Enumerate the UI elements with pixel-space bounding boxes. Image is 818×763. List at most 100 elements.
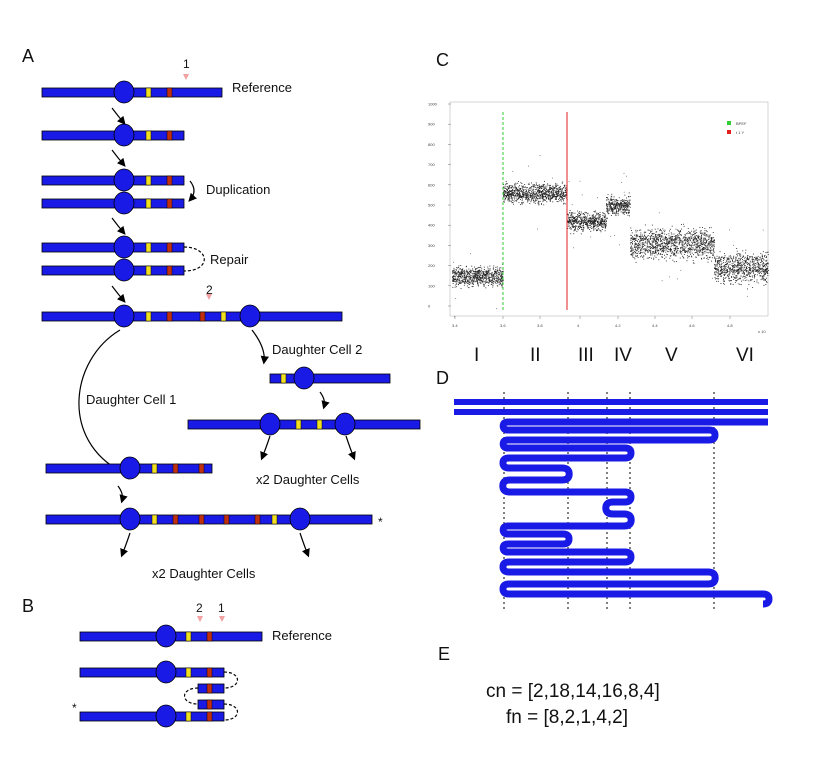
scatter-point (595, 215, 597, 216)
scatter-point (745, 271, 747, 273)
scatter-point (541, 203, 542, 205)
scatter-point (549, 196, 551, 197)
scatter-point (636, 237, 638, 239)
scatter-outlier (721, 275, 723, 277)
scatter-point (587, 227, 589, 229)
scatter-point (686, 240, 688, 241)
scatter-point (495, 272, 497, 274)
x-tick-label: 4 (577, 323, 580, 328)
scatter-point (556, 185, 558, 187)
scatter-point (597, 213, 599, 215)
scatter-point (630, 237, 632, 239)
scatter-point (699, 251, 700, 253)
scatter-point (572, 226, 574, 228)
scatter-point (604, 216, 606, 218)
scatter-point (494, 278, 496, 279)
scatter-point (743, 273, 745, 275)
scatter-point (653, 247, 655, 249)
scatter-point (660, 246, 661, 247)
scatter-point (713, 251, 715, 253)
scatter-point (594, 225, 596, 227)
scatter-point (514, 187, 516, 189)
scatter-point (664, 247, 666, 249)
scatter-point (602, 227, 604, 228)
scatter-point (593, 223, 594, 225)
scatter-point (616, 205, 617, 206)
scatter-point (747, 272, 749, 274)
scatter-point (603, 224, 605, 226)
scatter-point (537, 185, 538, 186)
scatter-point (638, 246, 640, 248)
scatter-point (630, 243, 632, 245)
scatter-point (458, 265, 460, 267)
scatter-point (621, 202, 623, 204)
scatter-point (541, 197, 543, 198)
scatter-point (545, 190, 547, 191)
scatter-point (521, 197, 523, 199)
scatter-point (702, 250, 704, 252)
scatter-point (506, 195, 508, 197)
scatter-point (765, 269, 766, 271)
scatter-point (634, 234, 635, 236)
scatter-point (742, 272, 744, 274)
scatter-point (636, 243, 637, 245)
scatter-point (550, 198, 551, 200)
scatter-point (525, 187, 527, 189)
scatter-point (486, 281, 488, 283)
scatter-point (566, 197, 567, 199)
scatter-point (501, 274, 503, 275)
scatter-point (489, 281, 490, 283)
scatter-point (569, 210, 571, 211)
scatter-point (553, 188, 555, 190)
scatter-point (700, 240, 702, 241)
scatter-point (659, 236, 661, 237)
scatter-point (757, 269, 759, 270)
scatter-point (552, 185, 554, 187)
scatter-point (478, 276, 480, 278)
scatter-point (553, 189, 555, 191)
scatter-point (724, 272, 725, 274)
scatter-point (754, 275, 755, 277)
scatter-point (455, 273, 457, 275)
scatter-point (641, 238, 643, 239)
scatter-point (611, 199, 613, 201)
scatter-point (742, 259, 743, 261)
scatter-point (476, 275, 478, 277)
scatter-point (473, 277, 475, 279)
scatter-point (465, 279, 467, 281)
scatter-point (657, 245, 659, 246)
scatter-point (475, 270, 477, 272)
scatter-point (634, 252, 636, 253)
scatter-point (574, 216, 576, 218)
read-depth-scatter (452, 155, 769, 318)
scatter-point (500, 267, 502, 269)
scatter-point (651, 240, 653, 242)
scatter-point (669, 237, 671, 239)
scatter-point (680, 242, 682, 243)
scatter-point (492, 282, 494, 284)
scatter-point (635, 249, 637, 251)
scatter-point (481, 269, 482, 271)
scatter-point (697, 246, 699, 248)
scatter-point (601, 223, 603, 225)
bfb-path (499, 418, 773, 608)
scatter-point (537, 186, 539, 188)
scatter-point (630, 239, 632, 241)
scatter-point (594, 211, 596, 213)
scatter-point (687, 256, 689, 258)
scatter-point (747, 257, 749, 259)
scatter-point (633, 239, 634, 241)
scatter-point (619, 205, 621, 207)
scatter-point (704, 247, 706, 249)
scatter-point (668, 245, 669, 247)
scatter-point (670, 247, 672, 249)
scatter-point (708, 243, 710, 244)
scatter-point (648, 240, 650, 242)
scatter-outlier (621, 182, 623, 183)
reference-label: Reference (232, 80, 292, 95)
y-tick-label: 0 (428, 304, 431, 309)
scatter-outlier (573, 247, 574, 249)
scatter-point (652, 245, 654, 247)
scatter-point (592, 217, 594, 219)
